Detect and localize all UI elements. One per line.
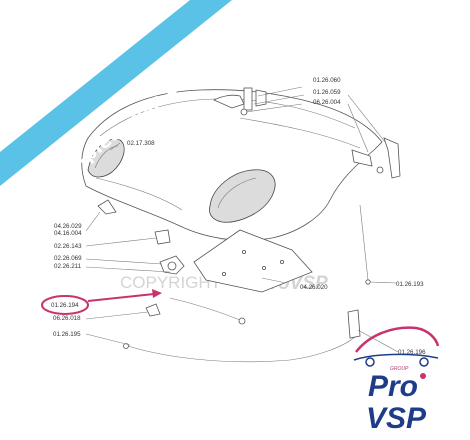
label-01-26-193: 01.26.193 <box>396 281 424 288</box>
hood-panel <box>81 89 383 241</box>
watermark-copyright-text: COPYRIGHT <box>120 273 221 292</box>
label-04-26-020: 04.26.020 <box>300 284 328 291</box>
label-06-26-018: 06.26.018 <box>53 315 81 322</box>
label-02-26-143: 02.26.143 <box>54 243 82 250</box>
highlight-ellipse <box>41 295 89 315</box>
label-02-26-069: 02.26.069 <box>54 255 82 262</box>
logo-vsp-text: VSP <box>366 402 427 435</box>
leader-lines <box>85 86 399 353</box>
label-06-26-004: 06.26.004 <box>313 99 341 106</box>
label-02-26-211: 02.26.211 <box>54 263 82 270</box>
label-04-16-004: 04.16.004 <box>54 230 82 237</box>
left-headlight-opening <box>87 138 125 178</box>
highlight-annotation <box>41 289 162 315</box>
logo-car-body <box>353 353 439 361</box>
highlight-arrowhead <box>152 289 162 298</box>
small-parts <box>97 199 361 363</box>
logo-group-text: GROUP <box>390 366 409 372</box>
label-01-26-196: 01.26.196 <box>398 349 426 356</box>
part-labels: 01.26.060 01.26.059 06.26.004 02.17.308 … <box>51 77 426 356</box>
label-01-26-194: 01.26.194 <box>51 302 79 309</box>
label-01-26-195: 01.26.195 <box>53 331 81 338</box>
logo-car-roof <box>355 326 440 353</box>
label-02-17-308: 02.17.308 <box>127 140 155 147</box>
label-04-26-029: 04.26.029 <box>54 223 82 230</box>
right-headlight-opening <box>209 169 276 223</box>
highlight-arrow <box>87 293 155 302</box>
provsp-logo: GROUP Pro VSP <box>353 326 440 435</box>
label-01-26-059: 01.26.059 <box>313 89 341 96</box>
logo-pro-text: Pro <box>368 370 418 403</box>
hood-assembly <box>81 89 383 241</box>
banner-stripe <box>0 0 232 186</box>
label-01-26-060: 01.26.060 <box>313 77 341 84</box>
logo-dot <box>420 373 426 379</box>
insulation-pad <box>193 229 313 293</box>
